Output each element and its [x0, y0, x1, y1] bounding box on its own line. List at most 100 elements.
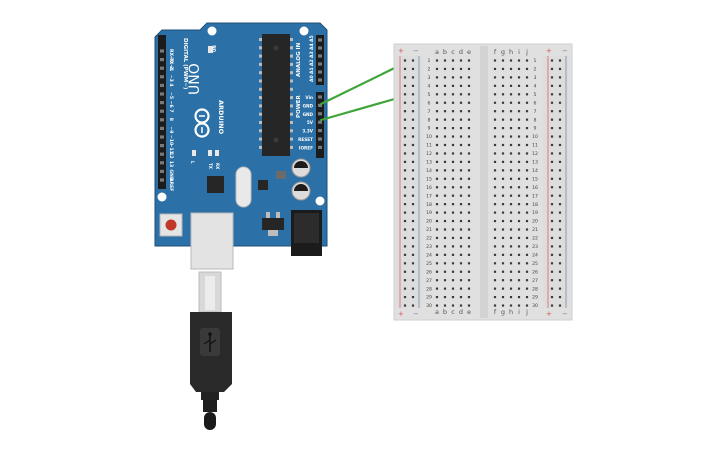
header-pin[interactable] [160, 144, 164, 148]
breadboard-hole[interactable] [501, 219, 505, 223]
breadboard-hole[interactable] [517, 127, 521, 130]
rail-hole[interactable] [403, 245, 407, 248]
rail-hole[interactable] [550, 110, 554, 113]
breadboard-hole[interactable] [467, 59, 471, 62]
rail-hole[interactable] [411, 296, 415, 299]
header-pin[interactable] [318, 46, 322, 50]
breadboard-hole[interactable] [435, 236, 439, 240]
rail-hole[interactable] [403, 127, 407, 130]
breadboard-hole[interactable] [451, 118, 455, 121]
breadboard-hole[interactable] [509, 143, 513, 147]
breadboard-hole[interactable] [493, 135, 497, 138]
breadboard-hole[interactable] [443, 135, 447, 138]
breadboard-hole[interactable] [443, 211, 447, 214]
breadboard-hole[interactable] [525, 245, 529, 248]
breadboard-hole[interactable] [517, 101, 521, 104]
breadboard-hole[interactable] [443, 228, 447, 231]
breadboard-hole[interactable] [525, 287, 529, 290]
breadboard-hole[interactable] [435, 270, 439, 273]
rail-hole[interactable] [411, 287, 415, 290]
breadboard-hole[interactable] [459, 76, 463, 79]
breadboard-hole[interactable] [493, 296, 497, 299]
rail-hole[interactable] [550, 101, 554, 104]
breadboard-hole[interactable] [435, 93, 439, 96]
breadboard-hole[interactable] [501, 152, 505, 155]
breadboard-hole[interactable] [443, 143, 447, 147]
rail-hole[interactable] [550, 253, 554, 256]
usb-jack[interactable] [190, 212, 234, 270]
rail-hole[interactable] [411, 93, 415, 96]
breadboard-hole[interactable] [493, 177, 497, 180]
breadboard-hole[interactable] [467, 279, 471, 282]
reset-button[interactable] [159, 213, 183, 237]
header-pin[interactable] [160, 135, 164, 139]
breadboard-hole[interactable] [517, 279, 521, 282]
rail-hole[interactable] [411, 84, 415, 87]
breadboard-hole[interactable] [501, 84, 505, 87]
breadboard-hole[interactable] [459, 296, 463, 299]
breadboard-hole[interactable] [467, 203, 471, 206]
breadboard-hole[interactable] [451, 143, 455, 147]
breadboard-hole[interactable] [501, 76, 505, 79]
breadboard-hole[interactable] [517, 93, 521, 96]
breadboard-hole[interactable] [443, 160, 447, 163]
breadboard-hole[interactable] [451, 279, 455, 282]
breadboard-hole[interactable] [451, 262, 455, 265]
breadboard-hole[interactable] [451, 177, 455, 180]
breadboard-hole[interactable] [451, 236, 455, 240]
breadboard-hole[interactable] [493, 67, 497, 71]
breadboard-hole[interactable] [493, 101, 497, 104]
breadboard-hole[interactable] [435, 118, 439, 121]
breadboard-hole[interactable] [467, 93, 471, 96]
rail-hole[interactable] [403, 219, 407, 223]
breadboard-hole[interactable] [517, 228, 521, 231]
breadboard-hole[interactable] [517, 287, 521, 290]
rail-hole[interactable] [411, 211, 415, 214]
breadboard-hole[interactable] [459, 143, 463, 147]
breadboard-hole[interactable] [525, 127, 529, 130]
rail-hole[interactable] [558, 67, 562, 71]
breadboard-hole[interactable] [525, 110, 529, 113]
breadboard-hole[interactable] [451, 287, 455, 290]
breadboard-hole[interactable] [501, 228, 505, 231]
breadboard-hole[interactable] [501, 169, 505, 172]
breadboard-hole[interactable] [435, 76, 439, 79]
breadboard-hole[interactable] [517, 59, 521, 62]
breadboard-hole[interactable] [459, 262, 463, 265]
header-pin[interactable] [160, 126, 164, 130]
breadboard-hole[interactable] [517, 135, 521, 138]
breadboard-hole[interactable] [443, 127, 447, 130]
wire-5v-to-rail[interactable] [319, 94, 407, 122]
rail-hole[interactable] [411, 143, 415, 147]
breadboard-hole[interactable] [493, 211, 497, 214]
rail-hole[interactable] [403, 110, 407, 113]
breadboard-hole[interactable] [493, 118, 497, 121]
header-pin[interactable] [318, 112, 322, 116]
breadboard-hole[interactable] [435, 287, 439, 290]
breadboard-hole[interactable] [451, 59, 455, 62]
breadboard-hole[interactable] [501, 236, 505, 240]
breadboard-hole[interactable] [443, 262, 447, 265]
rail-hole[interactable] [550, 169, 554, 172]
breadboard-hole[interactable] [467, 160, 471, 163]
header-pin[interactable] [160, 58, 164, 62]
breadboard-hole[interactable] [435, 203, 439, 206]
breadboard-hole[interactable] [493, 127, 497, 130]
breadboard-hole[interactable] [509, 177, 513, 180]
rail-hole[interactable] [550, 143, 554, 147]
breadboard-hole[interactable] [467, 118, 471, 121]
breadboard-hole[interactable] [509, 228, 513, 231]
header-pin[interactable] [318, 70, 322, 74]
header-pin[interactable] [160, 75, 164, 79]
rail-hole[interactable] [411, 245, 415, 248]
breadboard-hole[interactable] [467, 127, 471, 130]
breadboard-hole[interactable] [443, 110, 447, 113]
breadboard-hole[interactable] [435, 262, 439, 265]
breadboard-hole[interactable] [467, 287, 471, 290]
breadboard-hole[interactable] [493, 270, 497, 273]
breadboard-hole[interactable] [493, 152, 497, 155]
breadboard-hole[interactable] [509, 203, 513, 206]
rail-hole[interactable] [558, 84, 562, 87]
power-rail-right[interactable] [543, 56, 569, 308]
